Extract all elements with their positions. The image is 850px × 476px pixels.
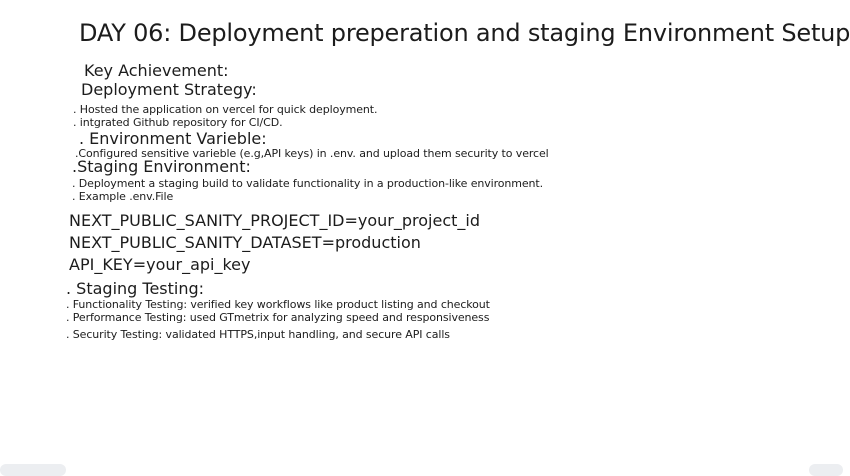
env-line-dataset: NEXT_PUBLIC_SANITY_DATASET=production	[69, 233, 421, 252]
env-line-project-id: NEXT_PUBLIC_SANITY_PROJECT_ID=your_proje…	[69, 211, 480, 230]
staging-testing-line: . Security Testing: validated HTTPS,inpu…	[66, 328, 450, 341]
page-title: DAY 06: Deployment preperation and stagi…	[79, 19, 850, 47]
bottom-left-panel-edge	[0, 464, 66, 476]
bottom-right-panel-edge	[809, 464, 843, 476]
deployment-strategy-line: . Hosted the application on vercel for q…	[73, 103, 378, 116]
staging-environment-line: . Example .env.File	[72, 190, 174, 203]
key-achievement-heading: Key Achievement:	[84, 61, 229, 80]
environment-variable-line: .Configured sensitive varieble (e.g,API …	[75, 147, 549, 160]
staging-testing-line: . Performance Testing: used GTmetrix for…	[66, 311, 490, 324]
env-line-api-key: API_KEY=your_api_key	[69, 255, 251, 274]
deployment-strategy-line: . intgrated Github repository for CI/CD.	[73, 116, 283, 129]
staging-testing-heading: . Staging Testing:	[66, 279, 205, 298]
staging-environment-line: . Deployment a staging build to validate…	[72, 177, 544, 190]
staging-environment-heading: .Staging Environment:	[72, 157, 251, 176]
environment-variable-heading: . Environment Varieble:	[79, 129, 267, 148]
title-colon: :	[829, 26, 834, 42]
deployment-strategy-heading: Deployment Strategy:	[81, 80, 257, 99]
staging-testing-line: . Functionality Testing: verified key wo…	[66, 298, 490, 311]
